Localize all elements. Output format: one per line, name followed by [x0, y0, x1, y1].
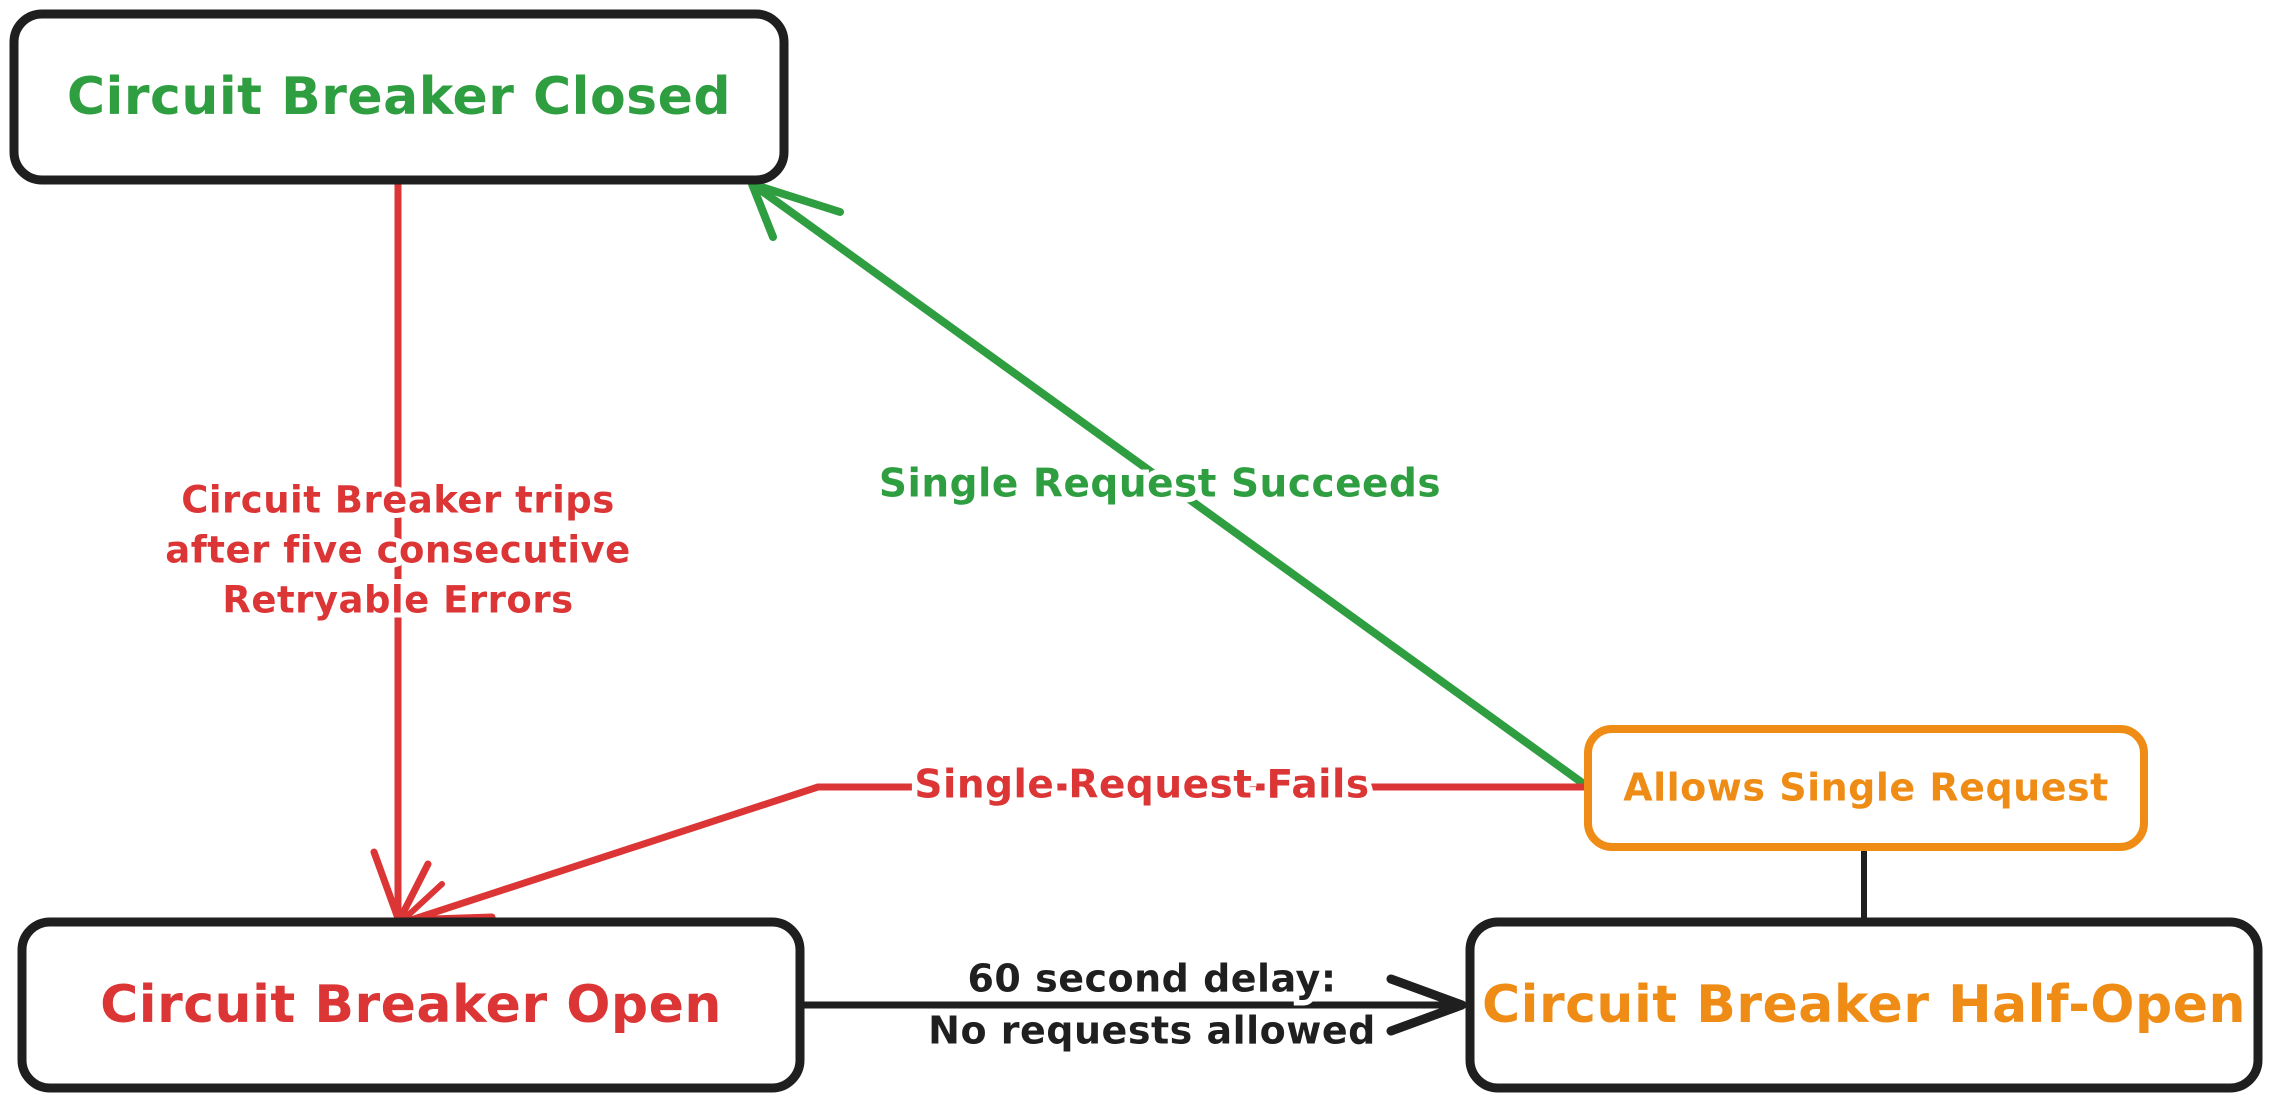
node-circuit-breaker-closed[interactable]: Circuit Breaker Closed	[9, 9, 789, 185]
edge-label-single-request-succeeds: Single Request Succeeds	[873, 456, 1446, 512]
node-halfopen-box	[1465, 917, 2263, 1093]
node-closed-box	[9, 9, 789, 185]
edge-allows-to-open-line	[404, 783, 1592, 925]
edge-label-trips-line3: Retryable Errors	[222, 579, 573, 622]
node-circuit-breaker-open[interactable]: Circuit Breaker Open	[17, 917, 805, 1093]
edge-label-single-request-fails: Single Request Fails	[909, 757, 1375, 813]
node-circuit-breaker-half-open[interactable]: Circuit Breaker Half-Open	[1465, 917, 2263, 1093]
edge-open-to-halfopen-arrowhead	[1386, 974, 1467, 1036]
node-allows-single-request[interactable]: Allows Single Request	[1584, 725, 2148, 851]
node-open-label: Circuit Breaker Open	[100, 975, 722, 1035]
node-halfopen-label: Circuit Breaker Half-Open	[1482, 975, 2246, 1035]
edge-label-sixty-second-delay: 60 second delay: No requests allowed	[923, 951, 1381, 1058]
edge-label-delay-line2: No requests allowed	[928, 1009, 1376, 1053]
node-open-box	[17, 917, 805, 1093]
node-allows-label: Allows Single Request	[1623, 766, 2109, 810]
edge-open-to-halfopen	[796, 974, 1467, 1036]
edge-label-trips-line2: after five consecutive	[165, 529, 631, 572]
edge-label-fails-text: Single Request Fails	[914, 763, 1369, 808]
edge-allows-to-closed-line	[751, 182, 1592, 791]
node-closed-label: Circuit Breaker Closed	[67, 67, 731, 127]
edge-label-trips-line1: Circuit Breaker trips	[181, 479, 615, 522]
node-allows-box	[1584, 725, 2148, 851]
edge-allows-to-closed-arrowhead	[748, 180, 844, 241]
edge-label-succeeds-text: Single Request Succeeds	[879, 462, 1441, 507]
edge-label-delay-line1: 60 second delay:	[967, 957, 1336, 1001]
edge-closed-to-open-arrowhead-whisker	[400, 881, 445, 923]
edge-label-circuit-breaker-trips: Circuit Breaker trips after five consecu…	[160, 474, 635, 627]
